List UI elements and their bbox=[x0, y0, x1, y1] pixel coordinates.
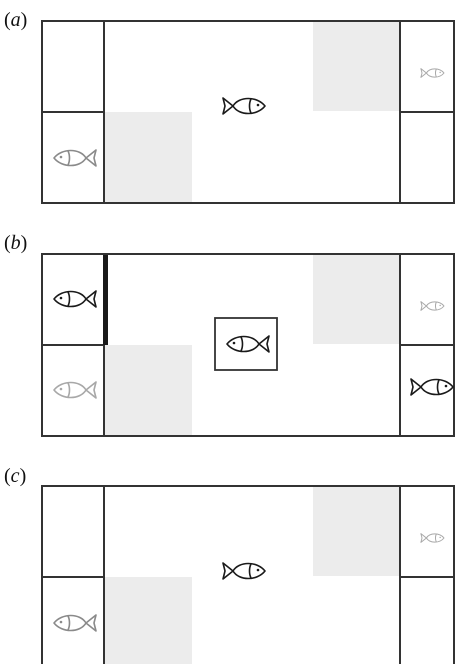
fish-icon bbox=[53, 149, 97, 167]
panel-c-diagram bbox=[41, 485, 455, 664]
fish-icon bbox=[53, 290, 97, 308]
fish-icon bbox=[410, 378, 454, 396]
shaded-area-bottom-left bbox=[105, 577, 192, 664]
panel-b-diagram bbox=[41, 253, 455, 437]
fish-icon bbox=[226, 335, 270, 353]
panel-c-label: (c) bbox=[4, 465, 27, 487]
shaded-area-top-right bbox=[313, 255, 400, 344]
panel-a-diagram bbox=[41, 20, 455, 204]
fish-icon bbox=[222, 97, 266, 115]
opaque-barrier bbox=[103, 255, 108, 345]
fish-icon bbox=[420, 301, 445, 311]
panel-b-label: (b) bbox=[4, 232, 28, 254]
fish-icon bbox=[53, 614, 97, 632]
shaded-area-top-right bbox=[313, 22, 400, 111]
fish-icon bbox=[222, 562, 266, 580]
fish-icon bbox=[420, 533, 445, 543]
panel-a-label: (a) bbox=[4, 9, 28, 31]
fish-icon bbox=[53, 381, 97, 399]
fish-enclosure-box bbox=[214, 317, 278, 371]
shaded-area-bottom-left bbox=[105, 112, 192, 202]
shaded-area-top-right bbox=[313, 487, 400, 576]
fish-icon bbox=[420, 68, 445, 78]
shaded-area-bottom-left bbox=[105, 345, 192, 435]
